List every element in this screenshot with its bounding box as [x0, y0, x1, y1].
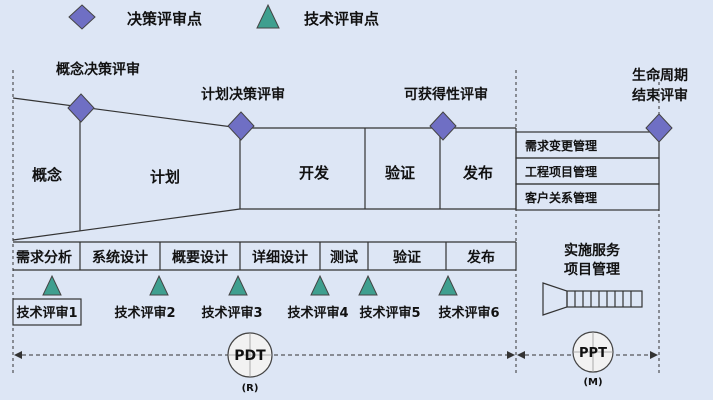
legend-decision-label: 决策评审点: [127, 10, 202, 28]
tech-review-label: 技术评审5: [359, 305, 420, 321]
tech-review-label: 技术评审3: [201, 305, 262, 321]
service-label: 实施服务: [564, 242, 621, 259]
triangle-icon: [358, 274, 378, 296]
tech-phase-release: 发布: [466, 249, 495, 266]
phase-develop: 开发: [299, 164, 330, 182]
tech-review-1-box: [12, 298, 82, 326]
decision-review-lifecycle-end: 结束评审: [632, 87, 688, 104]
diamond-icon: [645, 113, 673, 143]
legend-diamond-icon: [68, 4, 96, 30]
phase-release: 发布: [462, 164, 493, 182]
tech-phase-system-design: 系统设计: [92, 249, 148, 266]
decision-review-concept: 概念决策评审: [56, 61, 140, 78]
decision-review-plan: 计划决策评审: [201, 86, 285, 103]
triangle-icon: [42, 274, 62, 296]
legend-triangle-icon: [256, 3, 280, 29]
service-label: 项目管理: [564, 261, 620, 278]
tech-review-label: 技术评审4: [287, 305, 348, 321]
decision-review-availability: 可获得性评审: [404, 86, 488, 103]
tech-phase-overview-design: 概要设计: [172, 249, 228, 266]
triangle-icon: [149, 274, 169, 296]
tech-phase-detail-design: 详细设计: [252, 249, 308, 266]
lifecycle-item: 客户关系管理: [524, 190, 597, 205]
tech-phase-test: 测试: [330, 249, 358, 266]
decision-review-lifecycle-end: 生命周期: [632, 67, 688, 84]
pdt-label: PDT: [234, 348, 266, 364]
phase-plan: 计划: [150, 168, 180, 186]
tech-review-label: 技术评审6: [438, 305, 499, 321]
tech-review-label: 技术评审1: [16, 305, 77, 321]
triangle-icon: [438, 274, 458, 296]
lifecycle-item: 工程项目管理: [525, 164, 597, 179]
tech-phase-verify: 验证: [393, 249, 421, 266]
service-horn-icon: [542, 282, 643, 316]
tech-phase-requirements: 需求分析: [16, 249, 72, 266]
diamond-icon: [429, 111, 457, 141]
tech-review-label: 技术评审2: [114, 305, 175, 321]
lifecycle-item: 需求变更管理: [525, 138, 597, 153]
legend-technical-label: 技术评审点: [304, 10, 379, 28]
ppt-label: PPT: [579, 346, 607, 361]
pdt-sub: (R): [242, 383, 259, 394]
diamond-icon: [227, 111, 255, 141]
diamond-icon: [67, 93, 95, 123]
ppt-sub: (M): [583, 377, 602, 388]
phase-concept: 概念: [32, 166, 62, 184]
tech-phase-row: [13, 241, 517, 271]
triangle-icon: [228, 274, 248, 296]
phase-verify: 验证: [385, 164, 415, 182]
triangle-icon: [310, 274, 330, 296]
lifecycle-boxes: [515, 131, 660, 211]
